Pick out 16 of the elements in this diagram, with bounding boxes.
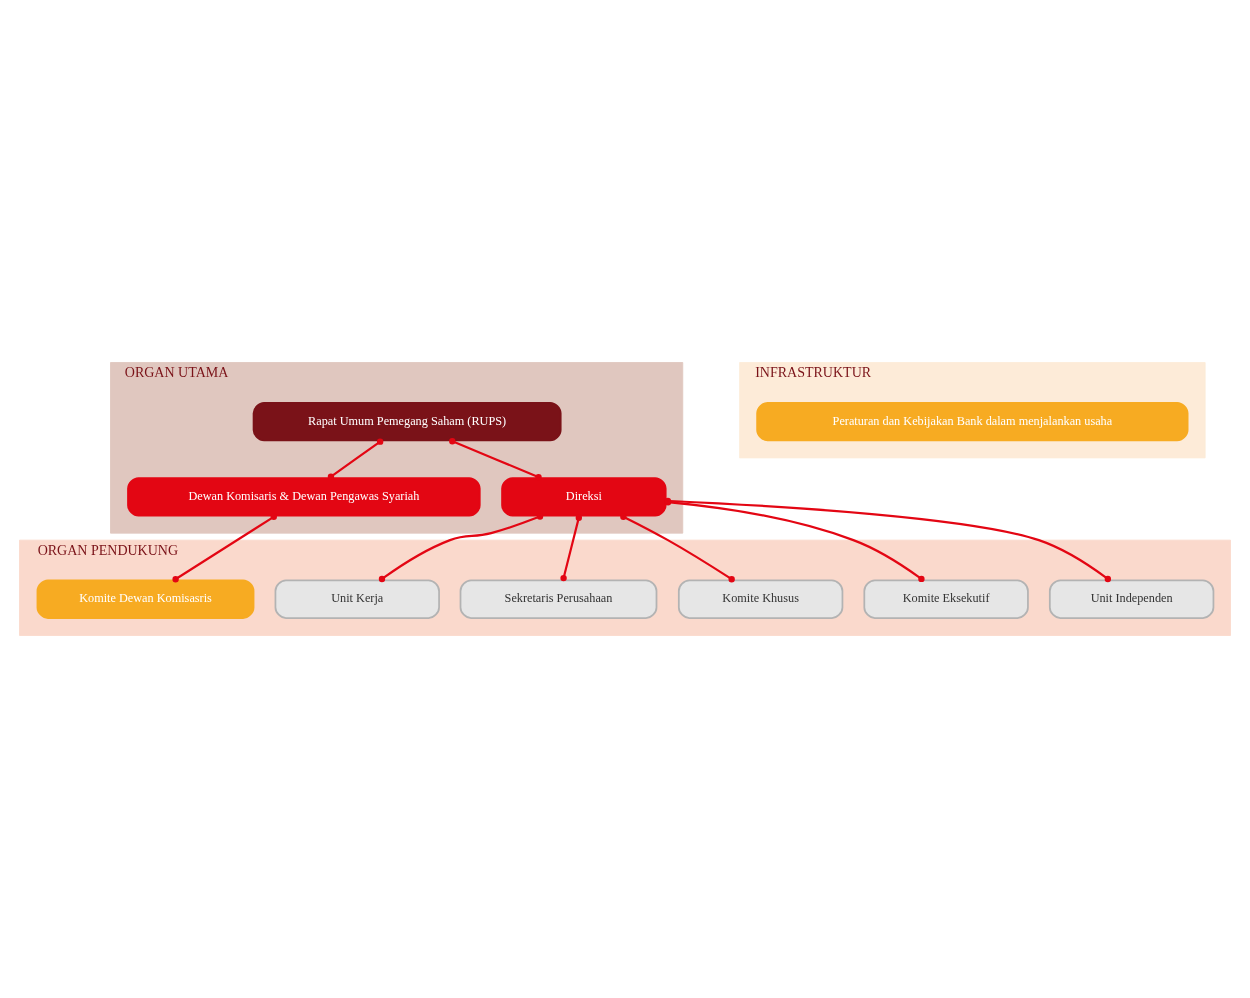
connector xyxy=(449,438,542,481)
node-box: Komite Khusus xyxy=(677,579,844,619)
connector xyxy=(172,513,277,583)
node-box: Unit Kerja xyxy=(274,579,440,619)
node-box: Dewan Komisaris & Dewan Pengawas Syariah xyxy=(127,477,481,517)
connector xyxy=(620,513,735,583)
node-box: Direksi xyxy=(501,477,667,517)
node-box: Komite Dewan Komisasris xyxy=(36,579,255,619)
node-box: Peraturan dan Kebijakan Bank dalam menjalankan usaha xyxy=(756,401,1189,442)
connector xyxy=(378,513,544,583)
connector xyxy=(560,514,583,582)
node-box: Komite Eksekutif xyxy=(863,579,1029,619)
node-box: Unit Independen xyxy=(1048,579,1215,619)
node-box: Sekretaris Perusahaan xyxy=(459,579,658,619)
node-box: Rapat Umum Pemegang Saham (RUPS) xyxy=(252,401,562,442)
connector xyxy=(327,438,384,480)
